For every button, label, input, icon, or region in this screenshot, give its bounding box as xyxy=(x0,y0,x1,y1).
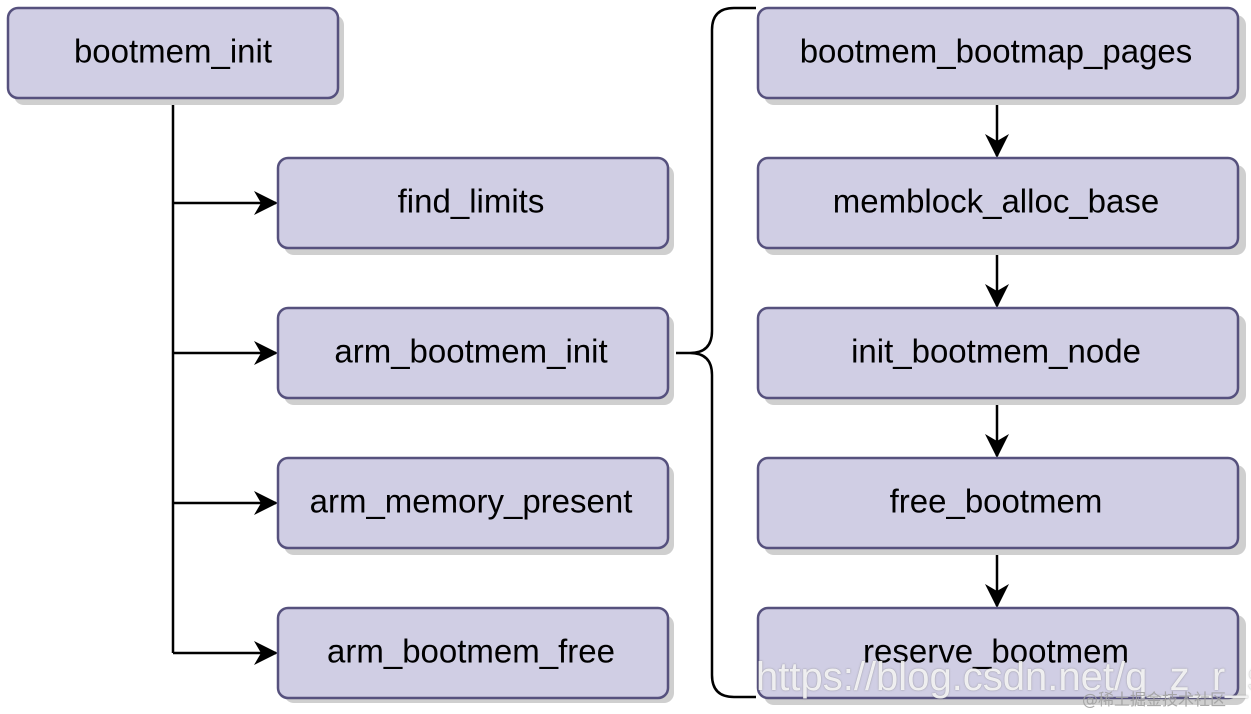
node-label-arm_bootmem_init: arm_bootmem_init xyxy=(334,333,607,370)
node-arm_memory_present: arm_memory_present xyxy=(276,456,674,555)
watermark-community: @稀土掘金技术社区 xyxy=(1082,690,1227,709)
node-arm_bootmem_init: arm_bootmem_init xyxy=(276,306,674,405)
node-label-bootmem_init: bootmem_init xyxy=(74,33,272,70)
node-arm_bootmem_free: arm_bootmem_free xyxy=(276,606,674,703)
node-label-find_limits: find_limits xyxy=(398,183,545,220)
left-tree-connectors xyxy=(171,98,278,665)
node-label-memblock_alloc_base: memblock_alloc_base xyxy=(833,183,1160,220)
node-label-reserve_bootmem: reserve_bootmem xyxy=(863,633,1129,670)
node-memblock_alloc_base: memblock_alloc_base xyxy=(756,156,1246,255)
node-label-arm_memory_present: arm_memory_present xyxy=(310,483,633,520)
curly-brace xyxy=(676,6,756,699)
node-init_bootmem_node: init_bootmem_node xyxy=(756,306,1246,405)
node-bootmem_init: bootmem_init xyxy=(6,6,344,105)
node-find_limits: find_limits xyxy=(276,156,674,255)
node-free_bootmem: free_bootmem xyxy=(756,456,1246,555)
node-reserve_bootmem: reserve_bootmem xyxy=(756,606,1246,705)
node-bootmem_bootmap_pages: bootmem_bootmap_pages xyxy=(756,6,1246,105)
watermark-url: https://blog.csdn.net/q_z_r_s xyxy=(756,655,1251,699)
node-label-init_bootmem_node: init_bootmem_node xyxy=(851,333,1141,370)
node-label-arm_bootmem_free: arm_bootmem_free xyxy=(327,633,615,670)
node-label-bootmem_bootmap_pages: bootmem_bootmap_pages xyxy=(800,33,1193,70)
node-label-free_bootmem: free_bootmem xyxy=(890,483,1103,520)
